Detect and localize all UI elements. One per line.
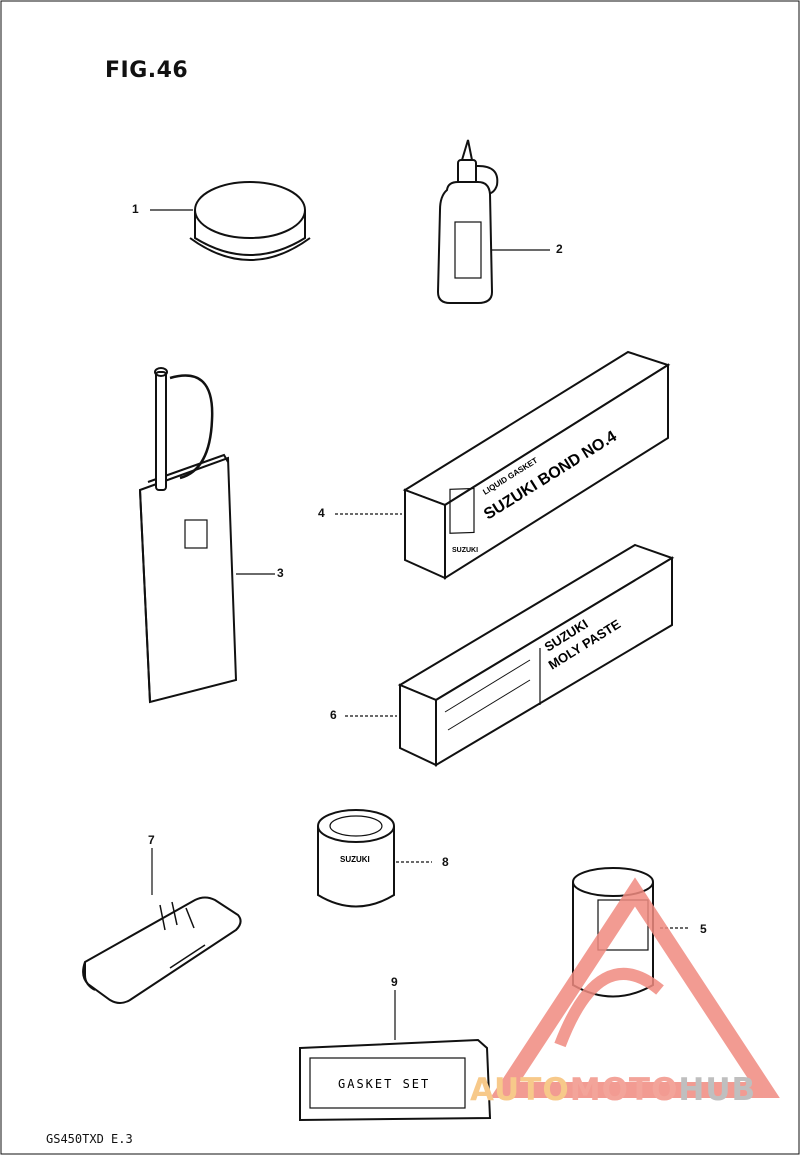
part-1-grease-tin[interactable] bbox=[150, 181, 311, 261]
callout-2: 2 bbox=[556, 242, 563, 256]
part-3-oil-can[interactable] bbox=[138, 367, 275, 704]
part-4-bond-box[interactable] bbox=[335, 350, 671, 580]
gasket-set-label: GASKET SET bbox=[338, 1077, 430, 1091]
part-8-small-can[interactable] bbox=[317, 809, 432, 908]
part-6-moly-paste-box[interactable] bbox=[345, 543, 675, 767]
part-9-gasket-set[interactable] bbox=[299, 990, 492, 1122]
callout-4: 4 bbox=[318, 506, 325, 520]
callout-1: 1 bbox=[132, 202, 139, 216]
watermark-logo-icon bbox=[490, 877, 780, 1098]
part-7-small-case[interactable] bbox=[82, 848, 242, 1004]
callout-6: 6 bbox=[330, 708, 337, 722]
figure-title: FIG.46 bbox=[105, 58, 189, 83]
watermark-text: AUTOMOTOHUB bbox=[470, 1072, 756, 1108]
watermark-part-1: AUTO bbox=[470, 1072, 570, 1108]
bond-brand-label: SUZUKI bbox=[452, 547, 478, 554]
figure-code: GS450TXD E.3 bbox=[46, 1132, 133, 1146]
callout-9: 9 bbox=[391, 975, 398, 989]
can-label: SUZUKI bbox=[340, 855, 370, 864]
callout-3: 3 bbox=[277, 566, 284, 580]
watermark-part-2: MOTO bbox=[569, 1072, 679, 1108]
callout-5: 5 bbox=[700, 922, 707, 936]
callout-8: 8 bbox=[442, 855, 449, 869]
callout-7: 7 bbox=[148, 833, 155, 847]
watermark-part-3: HUB bbox=[678, 1072, 757, 1108]
part-2-oil-bottle[interactable] bbox=[436, 139, 550, 304]
